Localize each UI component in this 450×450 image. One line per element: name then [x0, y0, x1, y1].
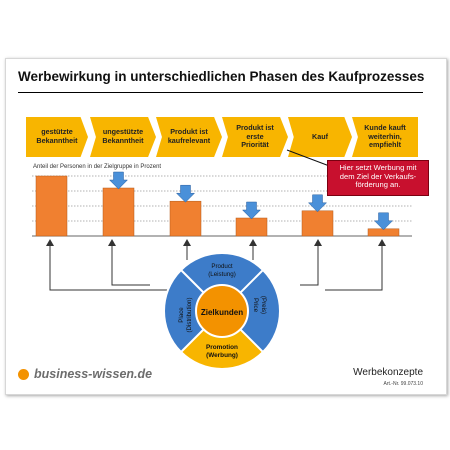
connector-arrowhead-3	[183, 239, 191, 246]
down-arrow-icon-3	[175, 184, 196, 203]
footer-title: Werbekonzepte	[353, 367, 423, 378]
title-divider	[18, 92, 423, 93]
phase-4-line3: Priorität	[241, 140, 269, 150]
wheel-promotion-sublabel: (Werbung)	[206, 352, 238, 359]
down-arrow-icon-6	[373, 212, 394, 231]
chart-down-arrows	[108, 171, 394, 231]
bar-4	[235, 217, 268, 237]
down-arrow-icon-2	[108, 171, 129, 190]
phase-1-line1: gestützte	[41, 127, 73, 137]
connector-arrowhead-6	[378, 239, 386, 246]
wheel-product-sublabel: (Leistung)	[208, 271, 236, 278]
connector-left-inner	[111, 245, 150, 286]
logo-text: business-wissen.de	[34, 367, 153, 381]
brand-logo[interactable]: business-wissen.de	[18, 367, 152, 381]
callout-box: Hier setzt Werbung mit dem Ziel der Verk…	[327, 160, 429, 196]
phase-step-5: Kauf	[288, 117, 352, 157]
chart-axis-label: Anteil der Personen in der Zielgruppe in…	[33, 164, 162, 170]
phase-2-line2: Bekanntheit	[102, 136, 144, 145]
wheel-price-sublabel: (Preis)	[260, 296, 267, 314]
phase-3-line2: kaufrelevant	[167, 136, 211, 145]
connector-right-inner	[300, 245, 319, 286]
connector-arrowhead-2	[108, 239, 116, 246]
wheel-promotion-label: Promotion	[206, 344, 238, 351]
page-title: Werbewirkung in unterschiedlichen Phasen…	[18, 69, 425, 84]
bar-2	[102, 187, 135, 237]
connector-left-outer	[49, 245, 175, 291]
chart-gridlines	[32, 175, 412, 237]
phase-2-line1: ungestützte	[102, 127, 144, 137]
marketing-mix-wheel: Zielkunden Product (Leistung) Price (Pre…	[163, 252, 281, 370]
connector-arrowhead-5	[314, 239, 322, 246]
connector-arrowhead-4	[249, 239, 257, 246]
phase-6-line2: weiterhin,	[368, 131, 402, 141]
phase-5-line1: Kauf	[312, 131, 328, 141]
wheel-center	[195, 284, 249, 338]
wheel-center-label: Zielkunden	[201, 308, 243, 317]
phase-4-line1: Produkt ist	[236, 123, 274, 133]
phase-4-line2: erste	[246, 131, 264, 141]
bar-3	[169, 200, 202, 237]
chart-bars	[35, 175, 400, 237]
connector-arrowheads	[46, 239, 386, 246]
down-arrow-icon-4	[241, 201, 262, 220]
bar-1	[35, 175, 68, 237]
callout-line2: dem Ziel der Verkaufs-	[339, 171, 417, 181]
footer-article-number: Art.-Nr. 99.073.10	[383, 381, 423, 387]
wheel-price-label: Price	[252, 298, 259, 313]
callout-line3: förderung an.	[355, 180, 401, 190]
wheel-segment-promotion	[179, 309, 265, 370]
wheel-place-sublabel: (Distribution)	[186, 297, 193, 332]
phase-6-line3: empfiehlt	[369, 140, 401, 150]
wheel-product-label: Product	[211, 263, 233, 270]
connector-lines	[49, 245, 383, 291]
callout-line1: Hier setzt Werbung mit	[339, 163, 417, 172]
connector-right-outer	[325, 245, 383, 291]
logo-dot-icon	[18, 368, 29, 380]
down-arrow-icon-5	[307, 194, 328, 213]
phase-6-line1: Kunde kauft	[364, 123, 406, 133]
wheel-place-label: Place	[178, 307, 185, 323]
connector-arrowhead-1	[46, 239, 54, 246]
phase-1-line2: Bekanntheit	[36, 136, 78, 145]
phase-3-line1: Produkt ist	[170, 127, 208, 137]
bar-5	[301, 210, 334, 237]
